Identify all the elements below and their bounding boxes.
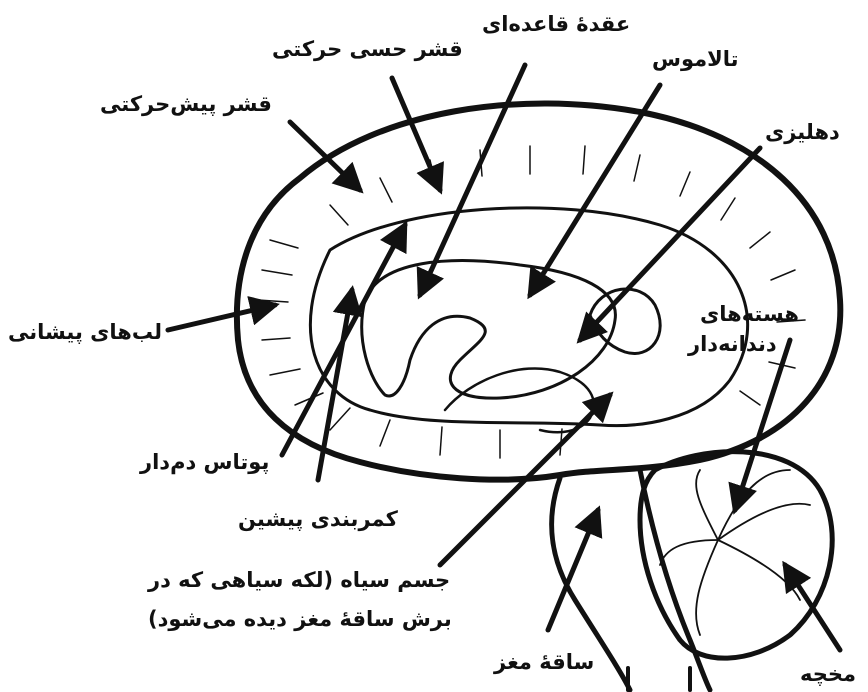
label-substantia-nigra-1: جسم سیاه (لکه سیاهی که در [148, 566, 450, 594]
label-frontal-lobes: لب‌های پیشانی [8, 318, 162, 346]
label-thalamus: تالاموس [652, 45, 739, 73]
cerebellum-shape [640, 452, 832, 659]
cerebellum-folia [660, 470, 810, 635]
label-substantia-nigra-2: برش ساقهٔ مغز دیده می‌شود) [148, 605, 452, 633]
arrow-cerebellum [785, 565, 840, 650]
label-premotor-cortex: قشر پیش‌حرکتی [100, 90, 272, 118]
arrow-frontal [168, 305, 275, 330]
arrow-brainstem [548, 510, 598, 630]
arrow-sensorimotor [392, 78, 440, 190]
label-sensorimotor-cortex: قشر حسی حرکتی [272, 35, 463, 63]
label-caudate-putamen: پوتاس دم‌دار [140, 448, 269, 476]
label-anterior-cingulate: کمربندی پیشین [238, 505, 398, 533]
label-dentate-nuclei-1: هسته‌های [700, 300, 799, 328]
label-dentate-nuclei-2: دندانه‌دار [688, 330, 777, 358]
arrow-thalamus [530, 85, 660, 295]
label-basal-ganglia: عقدهٔ قاعده‌ای [482, 10, 630, 38]
label-vestibular: دهلیزی [765, 118, 840, 146]
label-brainstem: ساقهٔ مغز [494, 648, 594, 676]
label-cerebellum: مخچه [800, 660, 856, 688]
